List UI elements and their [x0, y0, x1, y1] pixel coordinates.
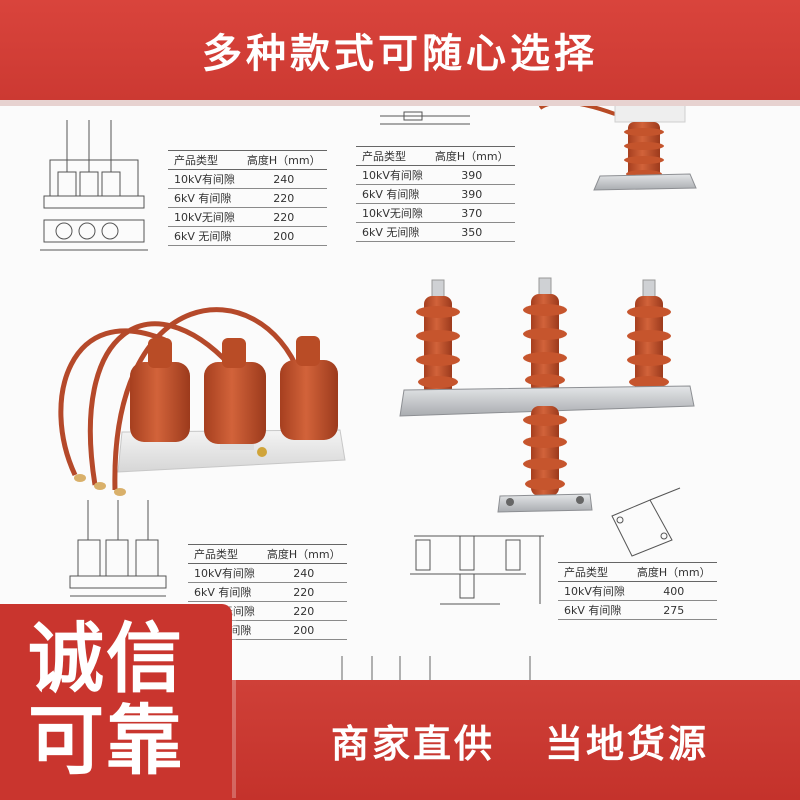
col-product-type: 产品类型: [356, 146, 429, 166]
slogan-right: 当地货源: [545, 721, 710, 766]
drawing-top-middle: [380, 111, 470, 125]
col-height: 高度H（mm）: [260, 544, 347, 564]
drawing-bottom-left: [69, 500, 167, 597]
banner-title: 多种款式可随心选择: [202, 31, 598, 77]
col-product-type: 产品类型: [188, 544, 261, 564]
badge-line-1: 诚信: [28, 614, 184, 703]
arrester-left-photo: [58, 307, 346, 496]
drawing-bottom-middle: [410, 535, 544, 605]
col-product-type: 产品类型: [558, 562, 631, 582]
drawing-bottom-fragments: [341, 656, 531, 680]
col-height: 高度H（mm）: [630, 562, 717, 582]
drawing-top-left: [40, 120, 148, 251]
drawing-mount-plate: [611, 487, 681, 557]
slogan: 商家直供 当地货源: [240, 680, 800, 800]
col-height: 高度H（mm）: [240, 150, 327, 170]
top-banner: 多种款式可随心选择: [0, 0, 800, 100]
arrester-illustration: [40, 100, 697, 680]
trust-badge: 诚信 可靠: [0, 604, 232, 800]
badge-line-2: 可靠: [28, 696, 184, 785]
col-product-type: 产品类型: [168, 150, 241, 170]
slogan-left: 商家直供: [330, 721, 495, 766]
arrester-top-right: [538, 100, 697, 191]
arrester-right-photo: [399, 277, 695, 513]
col-height: 高度H（mm）: [428, 146, 515, 166]
photo-top-edge: [0, 100, 800, 106]
